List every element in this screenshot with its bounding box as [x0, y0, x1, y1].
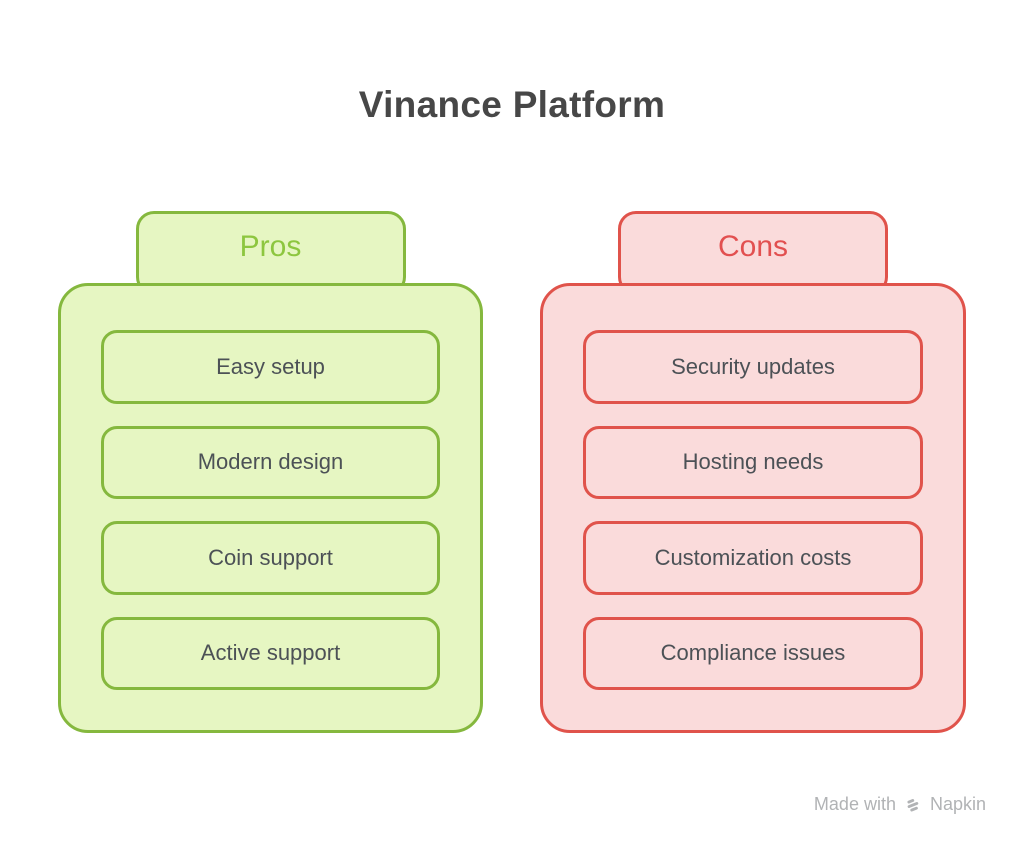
pros-item: Coin support — [101, 521, 440, 595]
made-with-napkin-watermark: Made with Napkin — [814, 794, 986, 815]
pros-item: Modern design — [101, 425, 440, 499]
cons-column: Cons Security updates Hosting needs Cust… — [540, 211, 966, 733]
cons-item: Hosting needs — [583, 425, 923, 499]
napkin-logo-icon — [903, 795, 923, 815]
pros-item: Easy setup — [101, 330, 440, 404]
pros-column: Pros Easy setup Modern design Coin suppo… — [58, 211, 483, 733]
pros-panel: Easy setup Modern design Coin support Ac… — [58, 283, 483, 733]
page-title: Vinance Platform — [358, 84, 666, 125]
pros-tab-label: Pros — [239, 230, 302, 263]
cons-tab-label: Cons — [717, 230, 789, 263]
watermark-brand: Napkin — [929, 794, 986, 814]
pros-item: Active support — [101, 616, 440, 690]
watermark-prefix: Made with — [813, 794, 896, 814]
cons-panel: Security updates Hosting needs Customiza… — [540, 283, 966, 733]
pros-tab: Pros — [135, 211, 406, 295]
cons-item: Customization costs — [583, 521, 923, 595]
cons-item: Compliance issues — [583, 616, 923, 690]
cons-item: Security updates — [583, 330, 923, 404]
